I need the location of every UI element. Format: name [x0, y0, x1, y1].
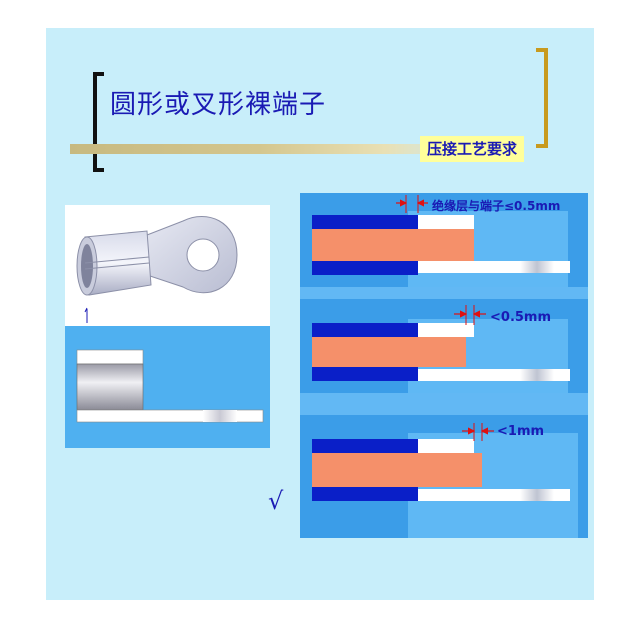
diagram-3-label: <1mm [497, 424, 545, 439]
title-underline-bar [70, 144, 490, 154]
crimp-diagrams-panel [300, 193, 588, 538]
crimp-diagram-1 [300, 193, 588, 287]
crimp-diagrams-svg [300, 193, 588, 538]
ring-terminal-side-view [65, 326, 270, 448]
diagram-1-label: 绝缘层与端子≤0.5mm [432, 199, 561, 213]
page-title: 圆形或叉形裸端子 [110, 90, 327, 120]
title-bracket-right [536, 48, 548, 148]
check-mark: √ [268, 487, 284, 515]
crimp-diagram-2 [300, 299, 588, 393]
crimp-requirements-badge: 压接工艺要求 [420, 136, 524, 162]
diagram-2-label: <0.5mm [490, 310, 552, 325]
ring-terminal-3d-view [65, 205, 270, 326]
title-bracket-left [93, 72, 104, 172]
crimp-diagram-3 [300, 415, 588, 538]
ring-terminal-illustration [76, 216, 238, 323]
